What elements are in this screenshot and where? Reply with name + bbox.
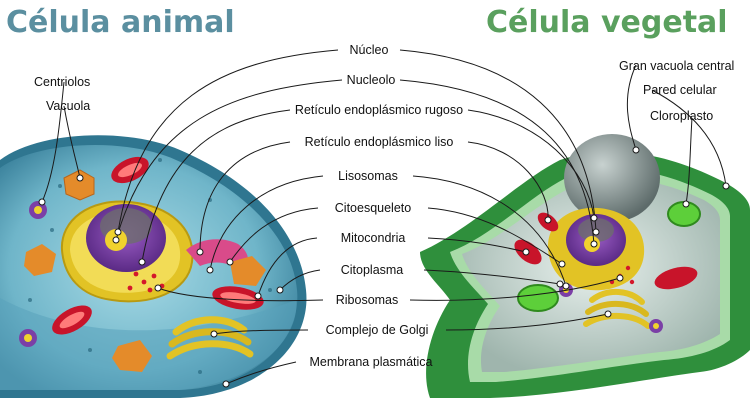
animal-cell [0,135,307,398]
label-cloroplasto: Cloroplasto [650,109,713,123]
label-golgi: Complejo de Golgi [326,323,429,337]
plant-mitochondria-3 [654,266,698,290]
label-lisosomas: Lisosomas [338,169,398,183]
label-ser: Retículo endoplásmico liso [305,135,454,149]
animal-mitochondria-2-inner [220,292,256,304]
animal-lysosome-2 [230,256,266,286]
animal-lysosome-3 [112,340,152,372]
label-ribosomas: Ribosomas [336,293,399,307]
label-pared-celular: Pared celular [643,83,717,97]
label-citoplasma: Citoplasma [341,263,404,277]
plant-vesicle-2-core [653,323,659,329]
leader-dots [38,146,730,388]
centriole-1-core [34,206,42,214]
leader-lines [41,49,727,385]
plant-cell-title: Célula vegetal [486,5,728,40]
animal-cytoplasm-lower [0,298,297,390]
label-gran-vacuola: Gran vacuola central [619,59,734,73]
center-labels: Núcleo Nucleolo Retículo endoplásmico ru… [295,43,463,369]
animal-golgi [166,316,254,360]
label-nucleolo: Nucleolo [347,73,396,87]
central-vacuole [564,134,660,222]
plant-golgi [583,289,651,329]
animal-cell-title: Célula animal [6,5,235,40]
label-citoesqueleto: Citoesqueleto [335,201,411,215]
label-rer: Retículo endoplásmico rugoso [295,103,463,117]
label-mitocondria: Mitocondria [341,231,406,245]
plant-cell [420,134,750,398]
animal-side-labels: Centriolos Vacuola [34,75,90,113]
animal-mitochondria-1-inner [118,162,142,178]
centriole-2-core [24,334,32,342]
label-centriolos: Centriolos [34,75,90,89]
animal-vacuole [63,169,95,201]
animal-particles [28,158,272,374]
label-membrana: Membrana plasmática [310,355,433,369]
animal-lysosome-1 [24,244,56,276]
animal-mitochondria-3-inner [59,311,85,329]
chloroplast-2 [517,284,559,312]
plant-side-labels: Gran vacuola central Pared celular Cloro… [619,59,734,123]
label-nucleo: Núcleo [350,43,389,57]
label-vacuola: Vacuola [46,99,90,113]
